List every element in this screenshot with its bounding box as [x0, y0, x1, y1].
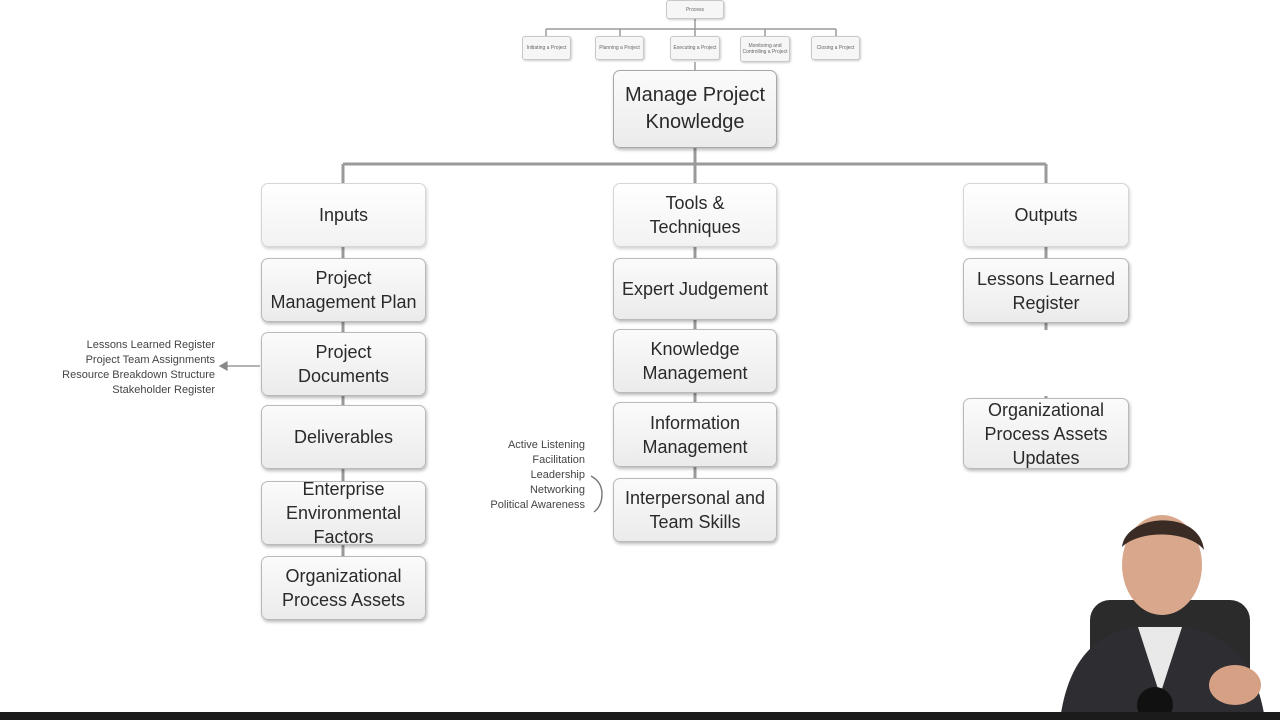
note-item: Project Team Assignments — [85, 354, 215, 366]
mini-process-initiating: Initiating a Project — [522, 36, 571, 60]
note-item: Resource Breakdown Structure — [62, 369, 215, 381]
input-enterprise-environmental-factors: Enterprise Environmental Factors — [261, 479, 426, 547]
output-lessons-learned-register: Lessons Learned Register — [963, 258, 1129, 323]
inputs-header: Inputs — [261, 183, 426, 247]
input-project-documents: Project Documents — [261, 332, 426, 396]
note-item: Political Awareness — [490, 499, 585, 511]
tool-knowledge-management: Knowledge Management — [613, 329, 777, 393]
note-item: Active Listening — [507, 439, 585, 451]
main-process-box: Manage Project Knowledge — [613, 70, 777, 148]
input-organizational-process-assets: Organizational Process Assets — [261, 556, 426, 620]
bottom-bar — [0, 712, 1280, 720]
mini-process-planning: Planning a Project — [595, 36, 644, 60]
mini-process-closing: Closing a Project — [811, 36, 860, 60]
output-opa-updates: Organizational Process Assets Updates — [963, 398, 1129, 469]
input-project-management-plan: Project Management Plan — [261, 258, 426, 322]
mini-process-executing: Executing a Project — [670, 36, 720, 60]
tool-interpersonal-team-skills: Interpersonal and Team Skills — [613, 478, 777, 542]
tool-information-management: Information Management — [613, 402, 777, 467]
note-item: Stakeholder Register — [112, 384, 215, 396]
mini-process-root: Process — [666, 0, 724, 19]
presenter-webcam-image — [1060, 515, 1265, 720]
note-item: Networking — [529, 484, 585, 496]
tools-header: Tools & Techniques — [613, 183, 777, 247]
project-documents-notes: Lessons Learned Register Project Team As… — [45, 338, 215, 398]
outputs-header: Outputs — [963, 183, 1129, 247]
note-item: Facilitation — [532, 454, 585, 466]
mini-process-monitoring: Monitoring and Controlling a Project — [740, 36, 790, 62]
tool-expert-judgement: Expert Judgement — [613, 258, 777, 320]
interpersonal-skills-notes: Active Listening Facilitation Leadership… — [470, 438, 585, 513]
note-item: Lessons Learned Register — [86, 339, 215, 351]
note-item: Leadership — [530, 469, 585, 481]
input-deliverables: Deliverables — [261, 405, 426, 469]
